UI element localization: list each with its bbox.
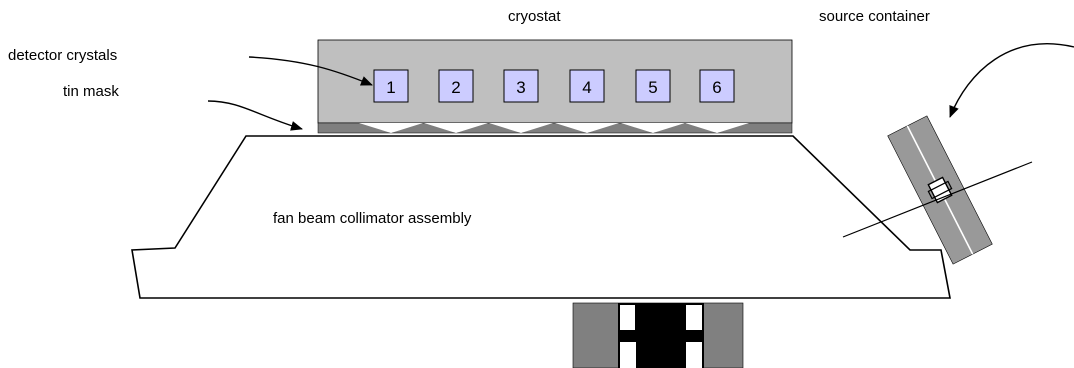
cryostat-label: cryostat bbox=[508, 8, 561, 25]
crystal-5-label: 5 bbox=[648, 78, 657, 97]
crystal-6: 6 bbox=[699, 69, 735, 103]
tin-mask-arrow bbox=[207, 100, 303, 131]
crystal-4-label: 4 bbox=[582, 78, 591, 97]
source-container bbox=[887, 115, 993, 265]
crystal-2: 2 bbox=[438, 69, 474, 103]
crystal-1: 1 bbox=[373, 69, 409, 103]
tin-mask-label: tin mask bbox=[63, 83, 119, 100]
source-beam-line bbox=[842, 161, 1033, 238]
crystal-6-label: 6 bbox=[712, 78, 721, 97]
collimator-assembly-outline bbox=[131, 135, 951, 299]
detector-crystals: 1 2 3 4 5 6 bbox=[373, 69, 735, 103]
collimator-label: fan beam collimator assembly bbox=[273, 210, 472, 227]
detector-crystals-label: detector crystals bbox=[8, 47, 117, 64]
source-container-label: source container bbox=[819, 8, 930, 25]
crystal-4: 4 bbox=[569, 69, 605, 103]
crystal-3-label: 3 bbox=[516, 78, 525, 97]
source-container-arrow bbox=[949, 43, 1074, 118]
bottom-mount bbox=[572, 302, 744, 368]
tin-mask bbox=[317, 122, 793, 134]
detector-crystals-arrow bbox=[248, 56, 373, 86]
crystal-2-label: 2 bbox=[451, 78, 460, 97]
crystal-3: 3 bbox=[503, 69, 539, 103]
crystal-1-label: 1 bbox=[386, 78, 395, 97]
crystal-5: 5 bbox=[635, 69, 671, 103]
